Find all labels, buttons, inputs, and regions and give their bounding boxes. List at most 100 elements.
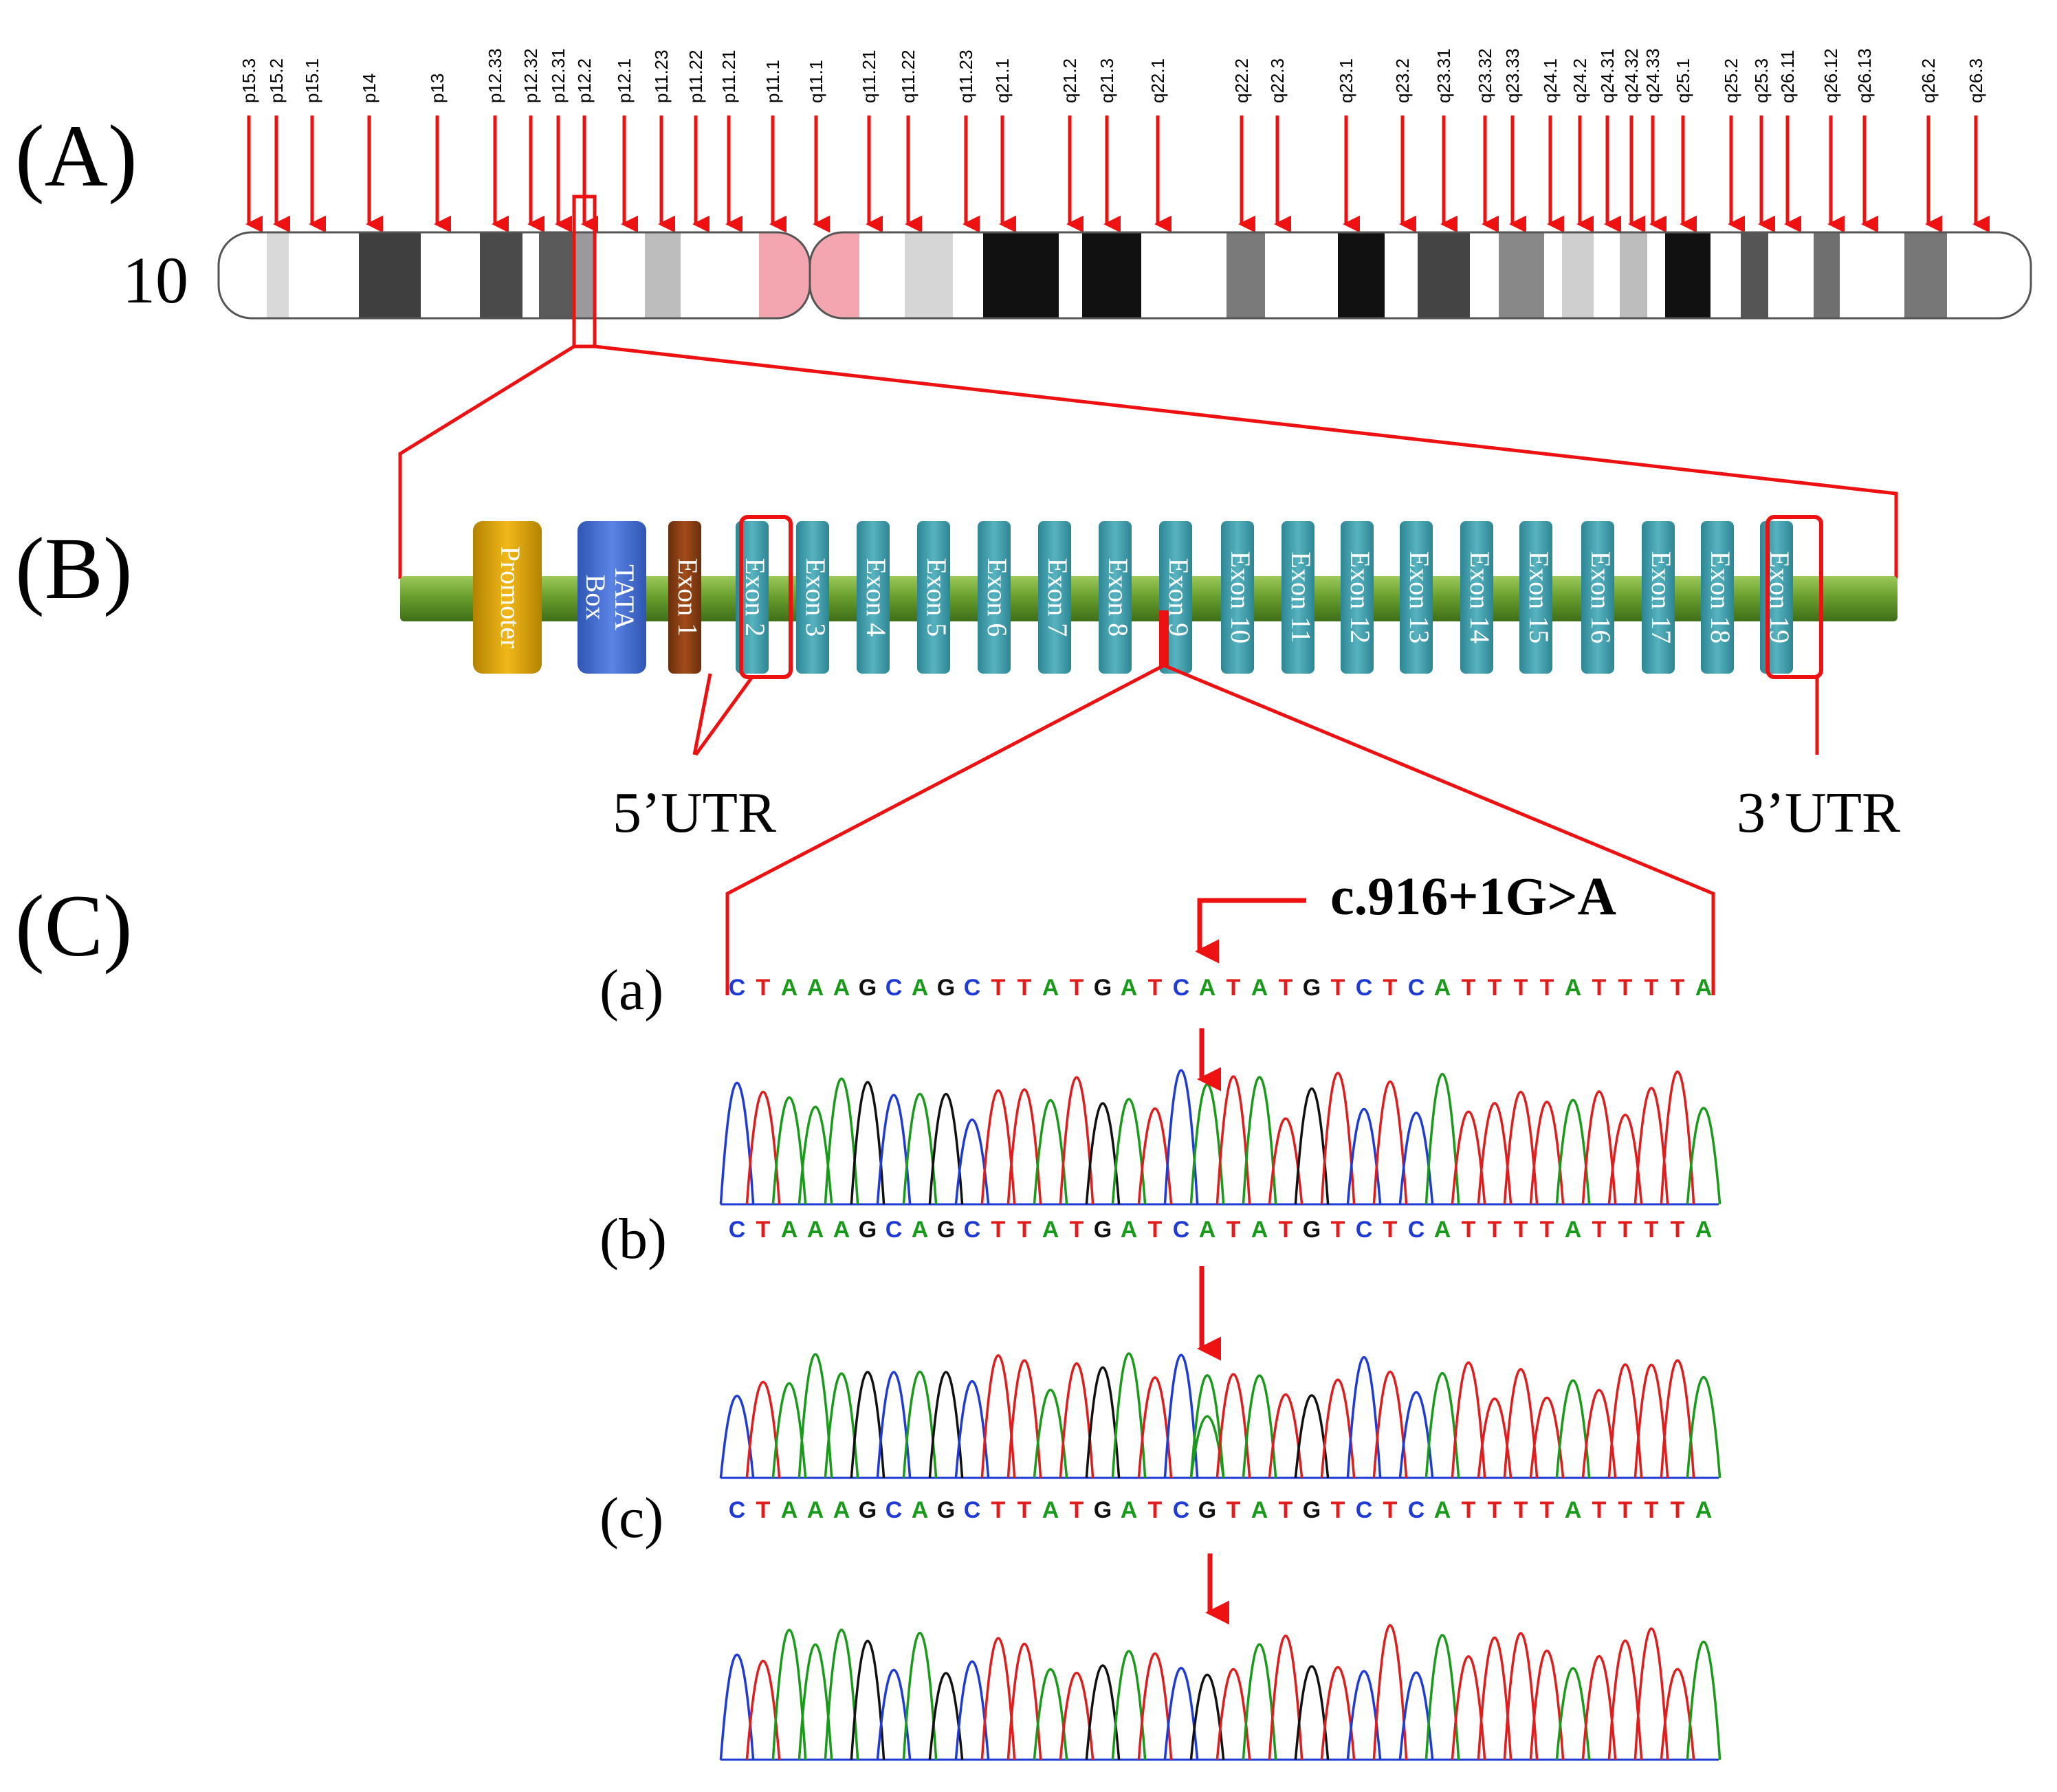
utr3-label: 3’UTR <box>1737 781 1900 845</box>
exon-12: Exon 12 <box>1341 521 1376 674</box>
sequence-base: T <box>1279 1497 1293 1523</box>
trace-peak <box>798 1105 833 1205</box>
trace-peak <box>1242 1374 1277 1479</box>
sequence-base: T <box>1540 1497 1554 1523</box>
sequence-base: G <box>1303 1497 1321 1523</box>
exon-6: Exon 6 <box>978 521 1013 674</box>
sequence-base: T <box>1462 1217 1476 1243</box>
trace-peak <box>1424 1634 1460 1760</box>
sequence-base: C <box>1408 1217 1425 1243</box>
sequence-base: A <box>1121 975 1138 1001</box>
trace-peak <box>1607 1363 1643 1479</box>
exon19-highlight <box>1766 515 1823 679</box>
trace-peak <box>1137 1376 1173 1479</box>
sequence-base: A <box>1042 975 1059 1001</box>
sequence-base: A <box>1199 975 1216 1001</box>
band-label-p12-31: p12.31 <box>548 48 569 103</box>
trace-peak <box>980 1089 1016 1205</box>
q-band-stripe <box>1059 232 1082 318</box>
q-band-stripe <box>1338 232 1385 318</box>
sequence-base: G <box>937 1217 955 1243</box>
band-label-q24-2: q24.2 <box>1570 58 1590 103</box>
sequence-base: T <box>1592 1217 1607 1243</box>
sequence-base: T <box>1279 1217 1293 1243</box>
chromatogram-1 <box>719 1069 1722 1206</box>
trace-peak <box>1216 1373 1251 1479</box>
sequence-base: T <box>1018 975 1032 1001</box>
sequence-base: A <box>1251 1217 1268 1243</box>
q-band-stripe <box>1947 232 2031 318</box>
q-band-stripe <box>1840 232 1904 318</box>
sequence-base: T <box>991 1497 1006 1523</box>
trace-peak <box>1033 1668 1068 1760</box>
sequence-base: G <box>859 975 877 1001</box>
trace-peak <box>1634 1087 1669 1205</box>
sequence-base: T <box>1383 975 1398 1001</box>
trace-peak <box>1503 1368 1539 1479</box>
exon-14-label: Exon 14 <box>1464 551 1495 643</box>
sequence-base: A <box>1695 1217 1713 1243</box>
sequence-base: C <box>886 1217 903 1243</box>
band-label-q25-1: q25.1 <box>1673 58 1693 103</box>
promoter-label: Promoter <box>495 546 526 649</box>
sequence-base: G <box>937 1497 955 1523</box>
trace-peak <box>928 1672 964 1760</box>
sequence-base: C <box>1356 1217 1373 1243</box>
q-band-stripe <box>1904 232 1947 318</box>
exon-15-label: Exon 15 <box>1524 551 1554 643</box>
sequence-base: A <box>807 1217 824 1243</box>
trace-peak <box>1634 1363 1669 1479</box>
q-band-stripe <box>1814 232 1840 318</box>
trace-peak <box>1242 1076 1277 1205</box>
exon-5: Exon 5 <box>917 521 952 674</box>
sequence-base: T <box>1148 1497 1163 1523</box>
sequence-base: T <box>1671 1217 1685 1243</box>
exon-17-shape <box>1642 521 1675 674</box>
trace-peak <box>771 1628 807 1760</box>
exon-16-label: Exon 16 <box>1585 551 1616 643</box>
trace-peak <box>1111 1098 1147 1205</box>
tata-label-line1: TATA <box>609 564 640 630</box>
sequence-base: C <box>1173 975 1190 1001</box>
sequence-base: C <box>729 1217 746 1243</box>
sequence-base: T <box>756 975 771 1001</box>
utr5-label: 5’UTR <box>613 781 776 845</box>
q-band-stripe <box>1226 232 1265 318</box>
band-label-p15-3: p15.3 <box>239 58 259 103</box>
exon-19: Exon 19 <box>1760 521 1795 674</box>
trace-peak <box>1294 1665 1330 1760</box>
trace-peak <box>1346 1107 1382 1205</box>
trace-peak <box>1660 1359 1695 1479</box>
sequence-base: C <box>1356 1497 1373 1523</box>
sequence-base: A <box>1199 1217 1216 1243</box>
trace-peak <box>928 1092 964 1205</box>
trace-peak <box>1686 1107 1722 1205</box>
trace-peak <box>1059 1362 1094 1479</box>
panel-label-b: (B) <box>15 520 133 617</box>
sequence-base: T <box>1488 1497 1502 1523</box>
seq-label-b: (b) <box>600 1207 667 1271</box>
sequence-base: T <box>1514 975 1528 1001</box>
exon-13-shape <box>1400 521 1433 674</box>
trace-peak <box>1581 1090 1617 1205</box>
sequence-base: C <box>964 1497 981 1523</box>
sequence-base: T <box>1383 1217 1398 1243</box>
sequence-base: A <box>1565 1217 1582 1243</box>
exon-14: Exon 14 <box>1460 521 1495 674</box>
chromatogram-2 <box>719 1352 1722 1479</box>
sequence-base: G <box>1094 1217 1112 1243</box>
sequence-base: T <box>756 1217 771 1243</box>
sequence-base: A <box>1434 1217 1451 1243</box>
trace-peak <box>1216 1075 1251 1205</box>
band-arrow-group <box>245 115 1990 233</box>
seq-zoom-right <box>1163 663 1715 995</box>
exon-16-shape <box>1581 521 1614 674</box>
trace-peak <box>1503 1632 1539 1760</box>
trace-peak <box>928 1371 964 1479</box>
p-band-stripe <box>575 232 595 318</box>
p-band-stripe <box>595 232 645 318</box>
sequence-base: T <box>1644 1497 1659 1523</box>
q-band-stripe <box>983 232 1059 318</box>
promoter-shape <box>473 521 542 674</box>
sequence-base: A <box>781 975 798 1001</box>
